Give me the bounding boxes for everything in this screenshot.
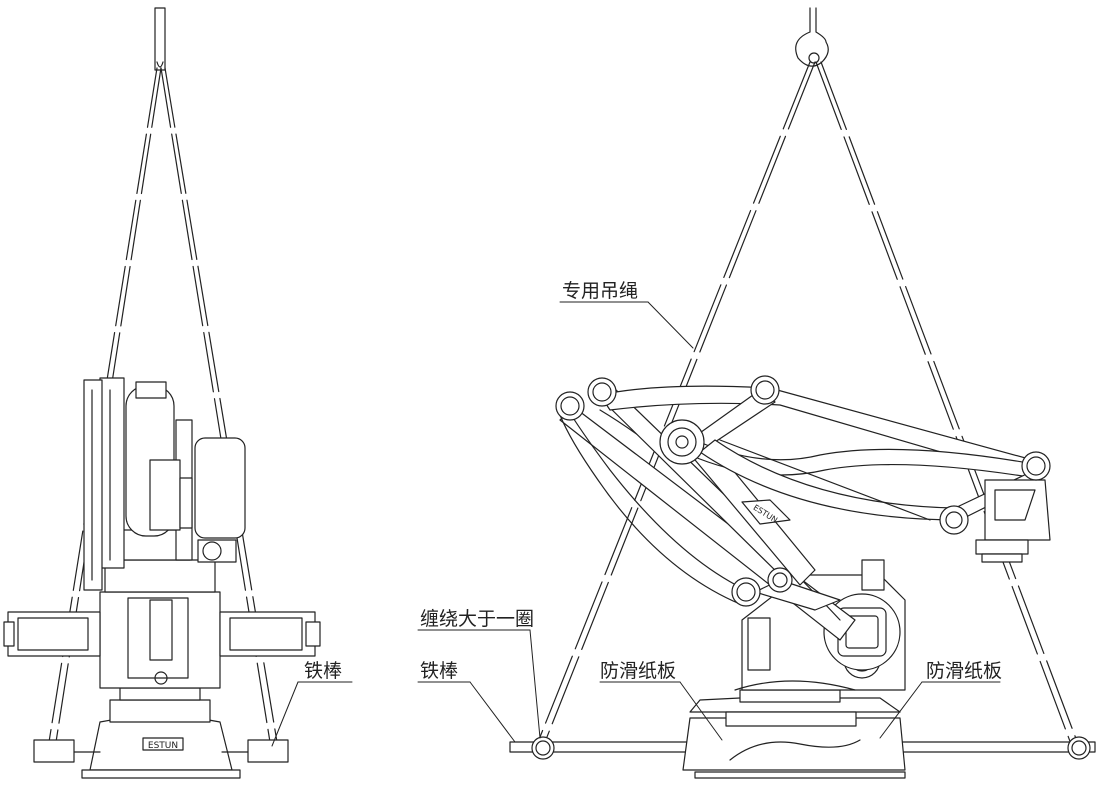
right-side-view: ESTUN [509, 7, 1096, 779]
left-hook [154, 7, 166, 71]
label-wrap-once: 缠绕大于一圈 [420, 608, 535, 630]
label-iron-bar-right: 铁棒 [420, 660, 459, 682]
right-sling-ropes [533, 61, 1082, 753]
left-robot-front: ESTUN [3, 377, 321, 779]
label-antislip-left: 防滑纸板 [600, 660, 677, 682]
left-front-view: ESTUN [3, 7, 321, 779]
svg-text:ESTUN: ESTUN [148, 741, 178, 751]
right-hook [795, 7, 829, 67]
label-iron-bar-left: 铁棒 [304, 660, 343, 682]
right-joint-circles [555, 375, 1051, 607]
right-robot-base [682, 559, 906, 779]
label-special-sling: 专用吊绳 [562, 280, 639, 302]
right-robot-arms: ESTUN [559, 385, 1051, 641]
leader-lines [271, 301, 1001, 747]
label-antislip-right: 防滑纸板 [926, 660, 1003, 682]
